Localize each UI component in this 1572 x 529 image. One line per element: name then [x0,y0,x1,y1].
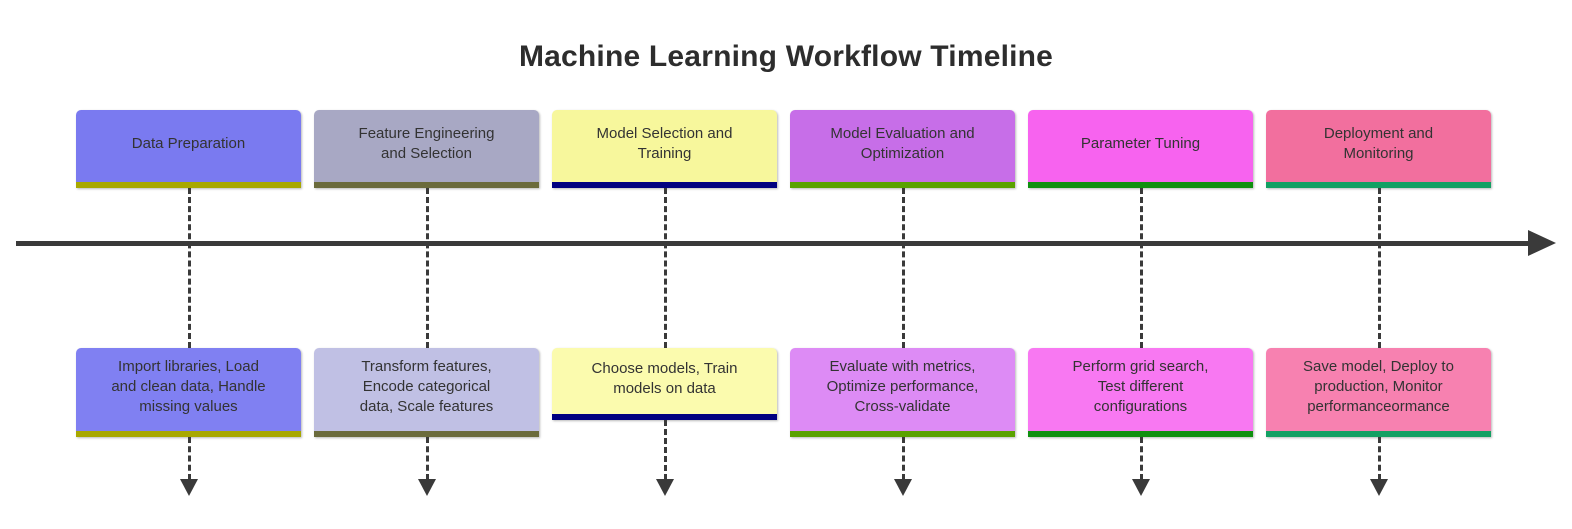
phase-tail-arrowhead-icon [1132,479,1150,496]
phase-description-label: Perform grid search, Test different conf… [1072,358,1209,415]
phase-description-label: Transform features, Encode categorical d… [359,358,494,415]
phase-connector-line [664,188,667,348]
phase-tail-line [1378,437,1381,480]
phase-description-label: Evaluate with metrics, Optimize performa… [826,358,979,415]
timeline-arrowhead-icon [1528,230,1556,256]
phase-tail-arrowhead-icon [418,479,436,496]
phase-description-box[interactable]: Choose models, Train models on data [552,348,777,420]
phase-title-box[interactable]: Parameter Tuning [1028,110,1253,188]
phase-connector-line [1140,188,1143,348]
phase-connector-line [188,188,191,348]
phase-title-label: Model Selection and Training [596,124,733,162]
phase-tail-arrowhead-icon [894,479,912,496]
phase-description-box[interactable]: Save model, Deploy to production, Monito… [1266,348,1491,437]
phase-title-label: Data Preparation [131,134,246,152]
phase-description-box[interactable]: Import libraries, Load and clean data, H… [76,348,301,437]
phase-connector-line [1378,188,1381,348]
phase-tail-arrowhead-icon [656,479,674,496]
phase-title-box[interactable]: Model Evaluation and Optimization [790,110,1015,188]
phase-description-box[interactable]: Transform features, Encode categorical d… [314,348,539,437]
phase-connector-line [902,188,905,348]
phase-tail-arrowhead-icon [180,479,198,496]
phase-description-box[interactable]: Evaluate with metrics, Optimize performa… [790,348,1015,437]
phase-title-label: Model Evaluation and Optimization [830,124,975,162]
phase-title-box[interactable]: Deployment and Monitoring [1266,110,1491,188]
phase-title-label: Deployment and Monitoring [1323,124,1434,162]
phase-title-box[interactable]: Data Preparation [76,110,301,188]
phase-description-label: Save model, Deploy to production, Monito… [1303,358,1454,415]
phase-tail-line [1140,437,1143,480]
phase-connector-line [426,188,429,348]
phase-title-label: Feature Engineering and Selection [358,124,495,162]
timeline-axis [16,241,1532,246]
phase-tail-line [188,437,191,480]
phase-tail-arrowhead-icon [1370,479,1388,496]
phase-tail-line [902,437,905,480]
phase-title-box[interactable]: Feature Engineering and Selection [314,110,539,188]
page-title: Machine Learning Workflow Timeline [518,40,1054,73]
phase-description-label: Choose models, Train models on data [591,359,738,397]
phase-description-label: Import libraries, Load and clean data, H… [111,358,266,415]
phase-tail-line [664,420,667,480]
phase-tail-line [426,437,429,480]
phase-title-box[interactable]: Model Selection and Training [552,110,777,188]
phase-description-box[interactable]: Perform grid search, Test different conf… [1028,348,1253,437]
phase-title-label: Parameter Tuning [1080,134,1201,152]
